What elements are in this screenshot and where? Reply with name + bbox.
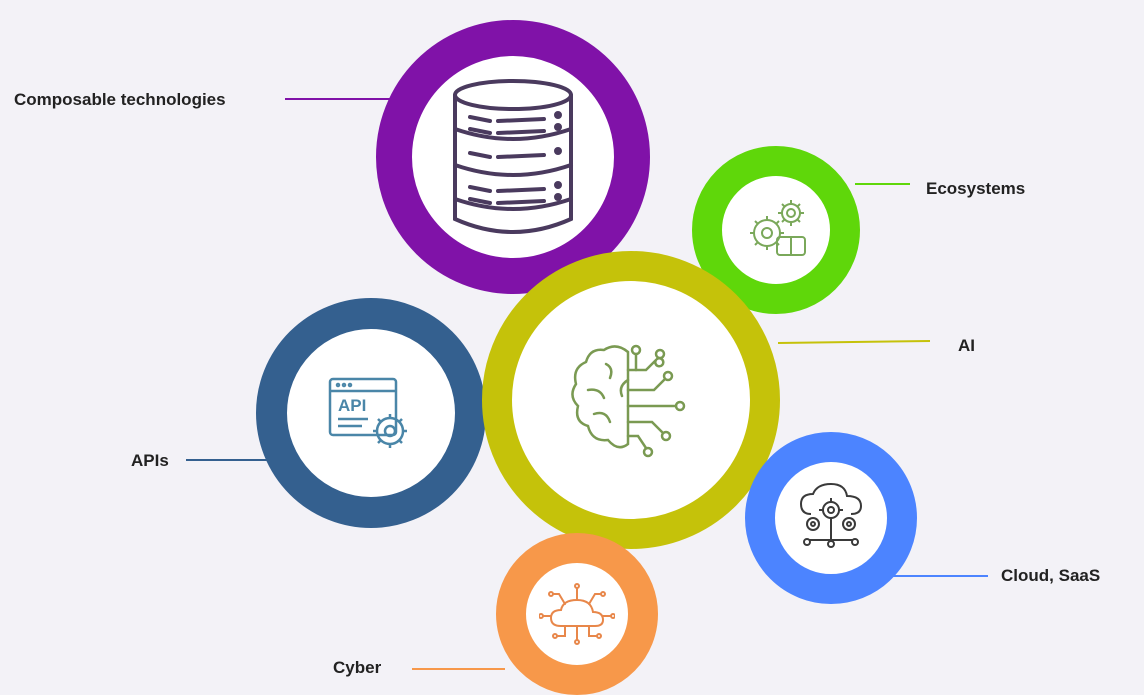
svg-text:API: API bbox=[338, 396, 366, 415]
brain-circuit-icon bbox=[571, 344, 686, 458]
ring-cyber bbox=[496, 533, 658, 695]
cloud-gears-icon bbox=[799, 482, 863, 548]
database-icon bbox=[453, 79, 573, 234]
ring-cloud bbox=[745, 432, 917, 604]
api-window-icon: API bbox=[328, 377, 407, 448]
label-cyber: Cyber bbox=[333, 658, 382, 677]
cloud-network-icon bbox=[539, 583, 615, 645]
label-composable: Composable technologies bbox=[14, 90, 226, 109]
ring-ai bbox=[482, 251, 780, 549]
ring-ecosystems bbox=[692, 146, 860, 314]
gears-icon bbox=[750, 200, 806, 256]
label-ai: AI bbox=[958, 336, 975, 355]
ring-apis: API bbox=[256, 298, 486, 528]
label-cloud: Cloud, SaaS bbox=[1001, 566, 1101, 585]
label-ecosystems: Ecosystems bbox=[926, 179, 1026, 198]
label-apis: APIs bbox=[131, 451, 169, 470]
connector-ai bbox=[777, 340, 931, 344]
